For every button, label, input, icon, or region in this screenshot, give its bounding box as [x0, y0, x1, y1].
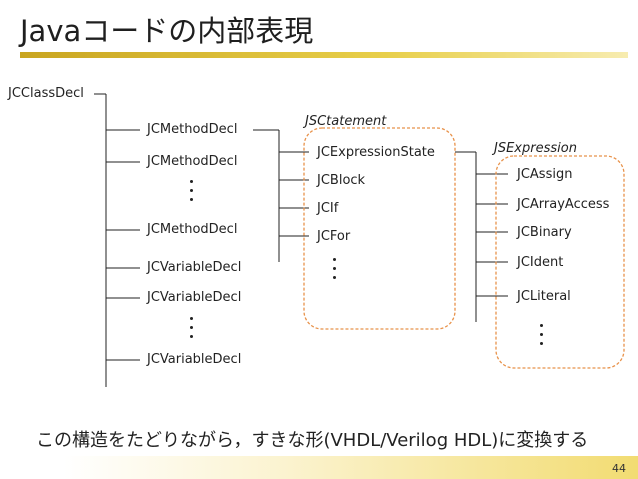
- title-underline-bar: [20, 52, 628, 58]
- node-expression: JCIdent: [517, 255, 564, 270]
- node-variable-decl: JCVariableDecl: [147, 352, 242, 367]
- slide-title: Javaコードの内部表現: [20, 14, 314, 48]
- node-statement: JCFor: [317, 229, 351, 244]
- slide-caption: この構造をたどりながら，すきな形(VHDL/Verilog HDL)に変換する: [36, 430, 589, 451]
- node-method-decl: JCMethodDecl: [147, 222, 238, 237]
- ellipsis-dots: [190, 317, 194, 344]
- node-variable-decl: JCVariableDecl: [147, 260, 242, 275]
- statement-group-frame: [303, 127, 456, 330]
- ellipsis-dots: [540, 324, 544, 351]
- node-statement: JCIf: [317, 201, 339, 216]
- node-method-decl: JCMethodDecl: [147, 154, 238, 169]
- node-expression: JCArrayAccess: [517, 197, 610, 212]
- expression-group-label: JSExpression: [494, 141, 577, 156]
- node-jcclassdecl: JCClassDecl: [8, 86, 84, 101]
- ellipsis-dots: [333, 258, 337, 285]
- node-statement: JCBlock: [317, 173, 366, 188]
- node-expression: JCBinary: [517, 225, 572, 240]
- statement-group-label: JSCtatement: [305, 114, 387, 129]
- footer-gradient-bar: [0, 456, 638, 479]
- node-expression: JCAssign: [517, 167, 573, 182]
- node-statement: JCExpressionState: [317, 145, 435, 160]
- expression-group-frame: [495, 155, 625, 369]
- node-expression: JCLiteral: [517, 289, 571, 304]
- page-number: 44: [612, 462, 626, 475]
- node-method-decl: JCMethodDecl: [147, 122, 238, 137]
- node-variable-decl: JCVariableDecl: [147, 290, 242, 305]
- ellipsis-dots: [190, 180, 194, 207]
